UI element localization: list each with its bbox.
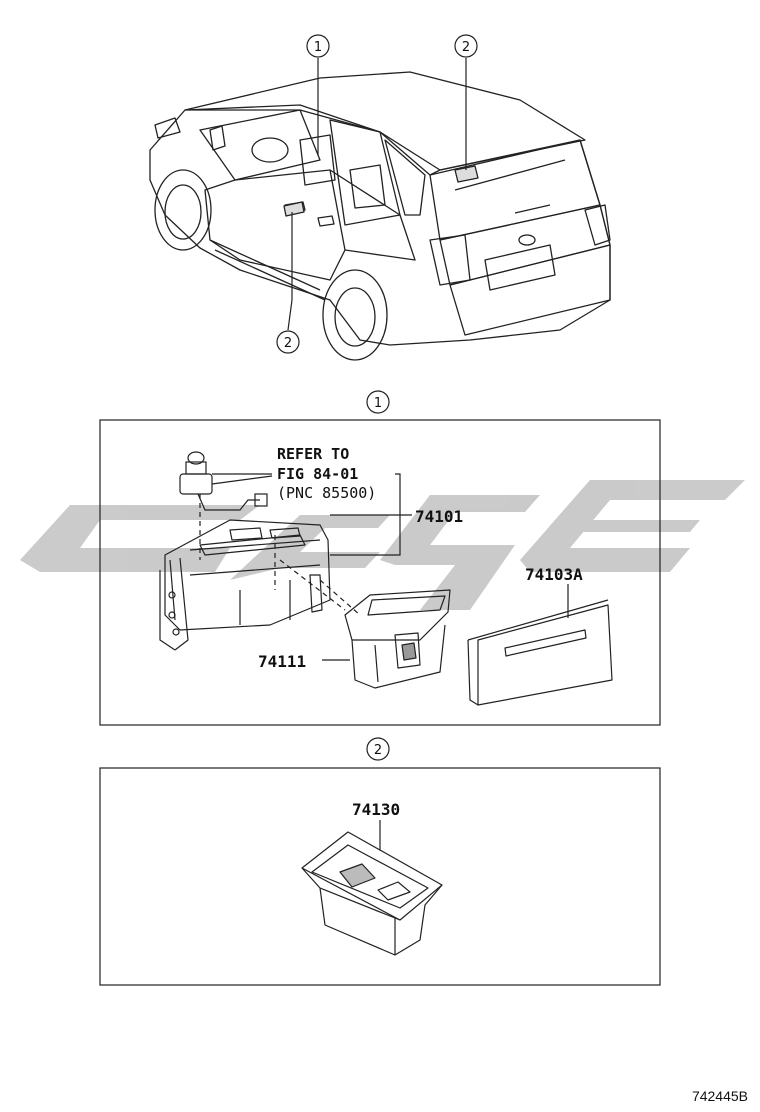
callout-number: 1 xyxy=(314,40,322,55)
vehicle-overview xyxy=(149,71,611,361)
bezel-74111-illustration xyxy=(344,589,451,689)
section-1-marker: 1 xyxy=(366,390,390,414)
watermark-logo xyxy=(20,480,745,610)
part-number-74111: 74111 xyxy=(258,652,306,671)
section-2-marker: 2 xyxy=(366,737,390,761)
lamp-74130-illustration xyxy=(301,831,443,956)
refer-line-2: FIG 84-01 xyxy=(277,465,358,483)
bulb-socket-illustration xyxy=(179,451,273,560)
lamp-assembly-illustration xyxy=(159,519,361,651)
overview-leaders xyxy=(287,58,467,331)
part-number-74130: 74130 xyxy=(352,800,400,819)
refer-note: REFER TO FIG 84-01 (PNC 85500) xyxy=(277,445,376,502)
overview-callout-1: 1 xyxy=(306,34,330,58)
svg-text:1: 1 xyxy=(374,396,382,411)
callout-number: 2 xyxy=(462,40,470,55)
section-1-frame xyxy=(99,419,661,726)
refer-line-3: (PNC 85500) xyxy=(277,484,376,502)
overview-callout-2-roof: 2 xyxy=(454,34,478,58)
callout-number: 2 xyxy=(284,336,292,351)
drawing-number: 742445B xyxy=(691,1088,748,1104)
part-number-74101: 74101 xyxy=(415,507,463,526)
section-2-frame xyxy=(99,767,661,986)
overview-callout-2-door: 2 xyxy=(276,330,300,354)
lens-74103a-illustration xyxy=(467,599,613,706)
svg-text:2: 2 xyxy=(374,743,382,758)
refer-line-1: REFER TO xyxy=(277,445,349,463)
part-number-74103a: 74103A xyxy=(525,565,583,584)
